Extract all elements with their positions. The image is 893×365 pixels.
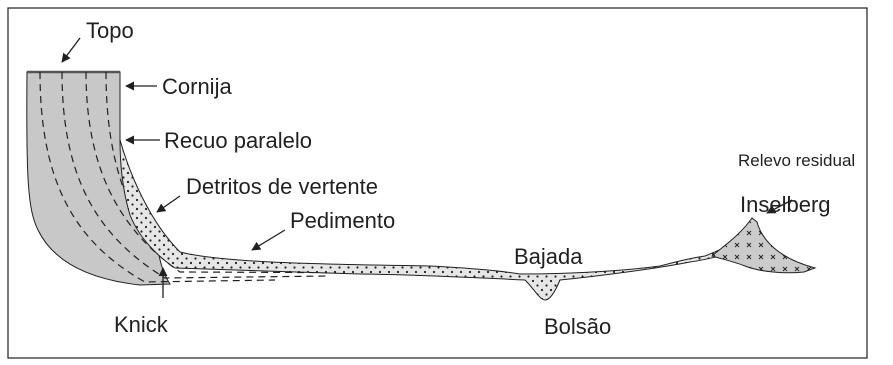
label-inselberg: Inselberg: [740, 192, 831, 217]
arrow-pedimento: [251, 229, 286, 251]
arrow-topo: [61, 37, 81, 63]
label-topo: Topo: [86, 18, 134, 43]
dashed-slope-4: [105, 71, 161, 256]
label-recuo-paralelo: Recuo paralelo: [164, 128, 312, 153]
dashed-slope-3: [85, 71, 431, 274]
label-bajada: Bajada: [514, 244, 583, 269]
label-detritos-de-vertente: Detritos de vertente: [186, 174, 378, 199]
label-knick: Knick: [114, 312, 168, 337]
label-cornija: Cornija: [162, 74, 232, 99]
label-pedimento: Pedimento: [290, 208, 396, 233]
dashed-slope-1: [39, 71, 276, 283]
diagram-frame: [7, 7, 868, 359]
dashed-slope-2: [61, 71, 331, 279]
debris-stipple: [120, 140, 745, 300]
label-bolsao: Bolsão: [544, 314, 612, 339]
arrow-inselberg: [766, 199, 793, 214]
inselberg-crosses: [712, 218, 815, 273]
arrow-detritos: [156, 195, 181, 213]
label-relevo-residual: Relevo residual: [738, 151, 856, 170]
